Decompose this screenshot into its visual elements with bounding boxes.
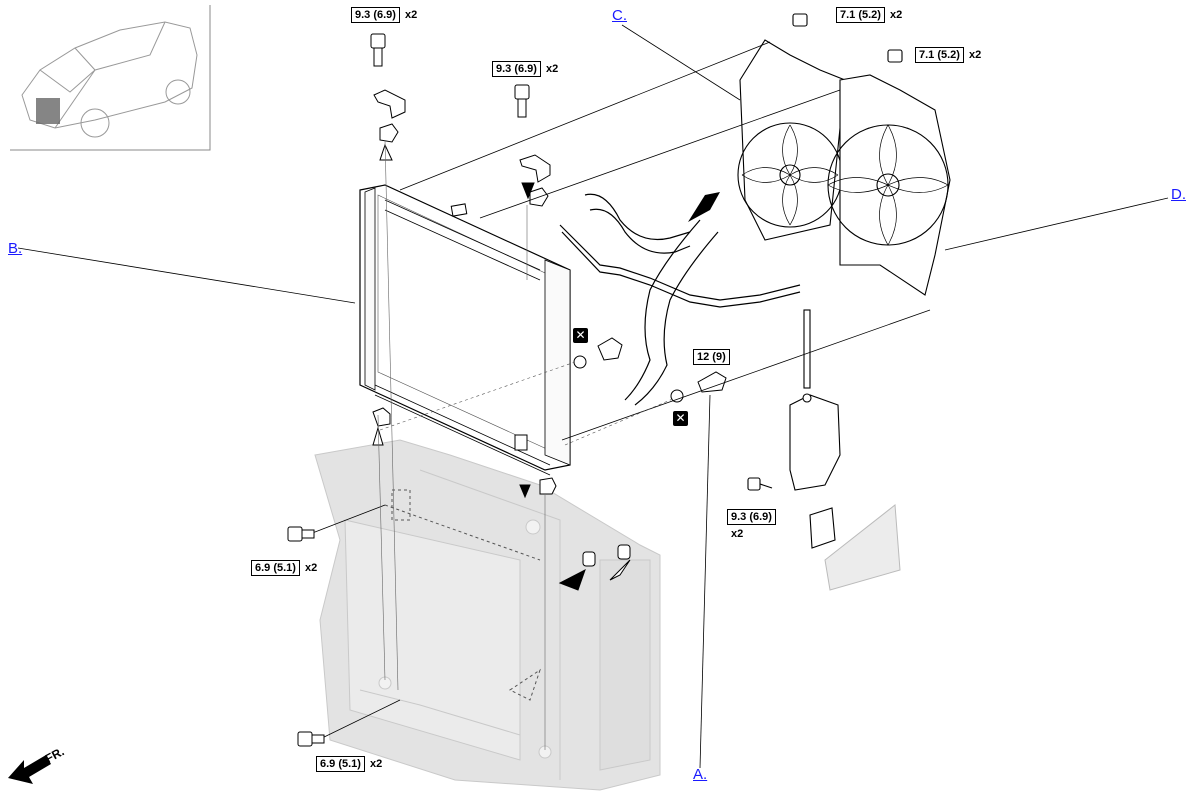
torque-spec-bracket-left: 9.3 (6.9) x2 — [351, 7, 417, 23]
radiator-upper-bracket-left — [370, 33, 406, 161]
torque-spec-support-upper: 6.9 (5.1) x2 — [251, 560, 317, 576]
torque-value: 6.9 (5.1) — [316, 756, 365, 772]
dashed-guide-lines — [379, 361, 676, 446]
torque-quantity: x2 — [968, 49, 982, 61]
fan-shroud-assembly — [737, 13, 951, 296]
callout-d[interactable]: D. — [1171, 186, 1186, 203]
radiator-support — [314, 439, 661, 791]
reservoir-body-mount — [824, 504, 901, 591]
torque-quantity: x2 — [889, 9, 903, 21]
torque-spec-support-lower: 6.9 (5.1) x2 — [316, 756, 382, 772]
torque-spec-sensor: 12 (9) — [693, 349, 730, 365]
callout-a[interactable]: A. — [693, 766, 708, 783]
hose-arrow-upper — [688, 192, 720, 222]
callout-b[interactable]: B. — [8, 240, 23, 257]
torque-spec-bracket-center: 9.3 (6.9) x2 — [492, 61, 558, 77]
radiator-lower-bushings — [372, 407, 557, 499]
torque-quantity: x2 — [304, 562, 318, 574]
alignment-lines — [377, 139, 546, 750]
torque-value: 9.3 (6.9) — [727, 509, 776, 525]
torque-value: 7.1 (5.2) — [836, 7, 885, 23]
radiator-upper-bracket-center — [514, 84, 551, 207]
drain-plug — [573, 337, 623, 369]
torque-spec-reservoir: 9.3 (6.9) x2 — [727, 509, 776, 540]
torque-value: 6.9 (5.1) — [251, 560, 300, 576]
coolant-hoses — [559, 193, 801, 406]
torque-quantity: x2 — [545, 63, 559, 75]
callout-c[interactable]: C. — [612, 7, 627, 24]
radiator — [359, 184, 571, 476]
coolant-temp-sensor — [670, 371, 727, 403]
vehicle-locator-inset — [10, 5, 211, 151]
torque-spec-fan-upper: 7.1 (5.2) x2 — [836, 7, 902, 23]
front-direction-arrow — [8, 755, 51, 784]
replace-part-icon: ✕ — [673, 411, 688, 426]
torque-value: 9.3 (6.9) — [351, 7, 400, 23]
mounting-bolts — [287, 526, 631, 747]
leader-lines — [17, 24, 1169, 769]
torque-quantity: x2 — [404, 9, 418, 21]
torque-value: 7.1 (5.2) — [915, 47, 964, 63]
torque-spec-fan-lower: 7.1 (5.2) x2 — [915, 47, 981, 63]
torque-value: 12 (9) — [693, 349, 730, 365]
inset-radiator-highlight — [36, 98, 60, 124]
torque-quantity: x2 — [369, 758, 383, 770]
torque-quantity: x2 — [731, 528, 744, 540]
torque-value: 9.3 (6.9) — [492, 61, 541, 77]
replace-part-icon: ✕ — [573, 328, 588, 343]
support-dashed-bracket — [384, 489, 541, 701]
coolant-reservoir — [747, 309, 841, 549]
